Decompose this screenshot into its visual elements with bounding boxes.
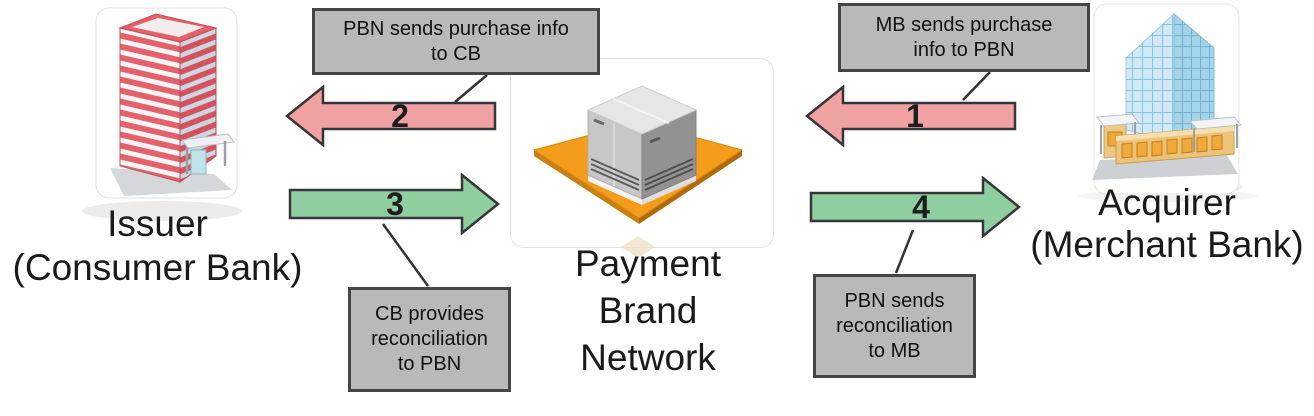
arrow-2-number: 2 bbox=[391, 98, 409, 134]
arrow-2-left: 2 bbox=[285, 84, 497, 148]
callout-mb-sends-purchase-info-to-pbn: MB sends purchase info to PBN bbox=[838, 3, 1090, 72]
pbn-server-icon bbox=[532, 85, 744, 224]
arrow-1-left: 1 bbox=[805, 84, 1017, 148]
callout-line: to MB bbox=[868, 339, 921, 362]
callout-line: to PBN bbox=[397, 353, 462, 375]
acquirer-label-main: Acquirer bbox=[1098, 182, 1236, 223]
callout-line: to CB bbox=[430, 42, 482, 65]
arrow-1-number: 1 bbox=[906, 98, 924, 134]
pbn-label-line3: Network bbox=[580, 337, 716, 378]
pbn-label-line2: Brand bbox=[598, 290, 698, 331]
acquirer-building-icon bbox=[1092, 3, 1242, 195]
arrow-3-right: 3 bbox=[288, 173, 500, 235]
callout-line: reconciliation bbox=[836, 314, 953, 337]
issuer-building-icon bbox=[95, 7, 238, 199]
arrow-3-number: 3 bbox=[386, 186, 404, 222]
callout-line: CB provides bbox=[375, 303, 484, 325]
callout-pbn-sends-reconciliation-to-mb: PBN sends reconciliation to MB bbox=[813, 274, 976, 378]
issuer-label-main: Issuer bbox=[107, 203, 208, 244]
issuer-label-sub: (Consumer Bank) bbox=[12, 247, 303, 288]
pbn-label: Payment Brand Network bbox=[518, 240, 778, 381]
callout-line: PBN sends bbox=[844, 289, 945, 312]
acquirer-label: Acquirer (Merchant Bank) bbox=[1020, 182, 1314, 266]
callout-line: PBN sends purchase info bbox=[343, 17, 569, 40]
issuer-label: Issuer (Consumer Bank) bbox=[0, 202, 315, 290]
arrow-4-number: 4 bbox=[912, 189, 930, 225]
pbn-label-line1: Payment bbox=[574, 243, 721, 284]
callout-pbn-sends-purchase-info-to-cb: PBN sends purchase info to CB bbox=[312, 8, 600, 75]
acquirer-label-sub: (Merchant Bank) bbox=[1030, 224, 1304, 265]
arrow-4-right: 4 bbox=[809, 176, 1021, 238]
callout-cb-provides-reconciliation-to-pbn: CB provides reconciliation to PBN bbox=[348, 287, 511, 392]
callout-line: info to PBN bbox=[913, 38, 1015, 61]
callout-line: reconciliation bbox=[371, 328, 488, 350]
callout-line: MB sends purchase bbox=[875, 13, 1053, 36]
